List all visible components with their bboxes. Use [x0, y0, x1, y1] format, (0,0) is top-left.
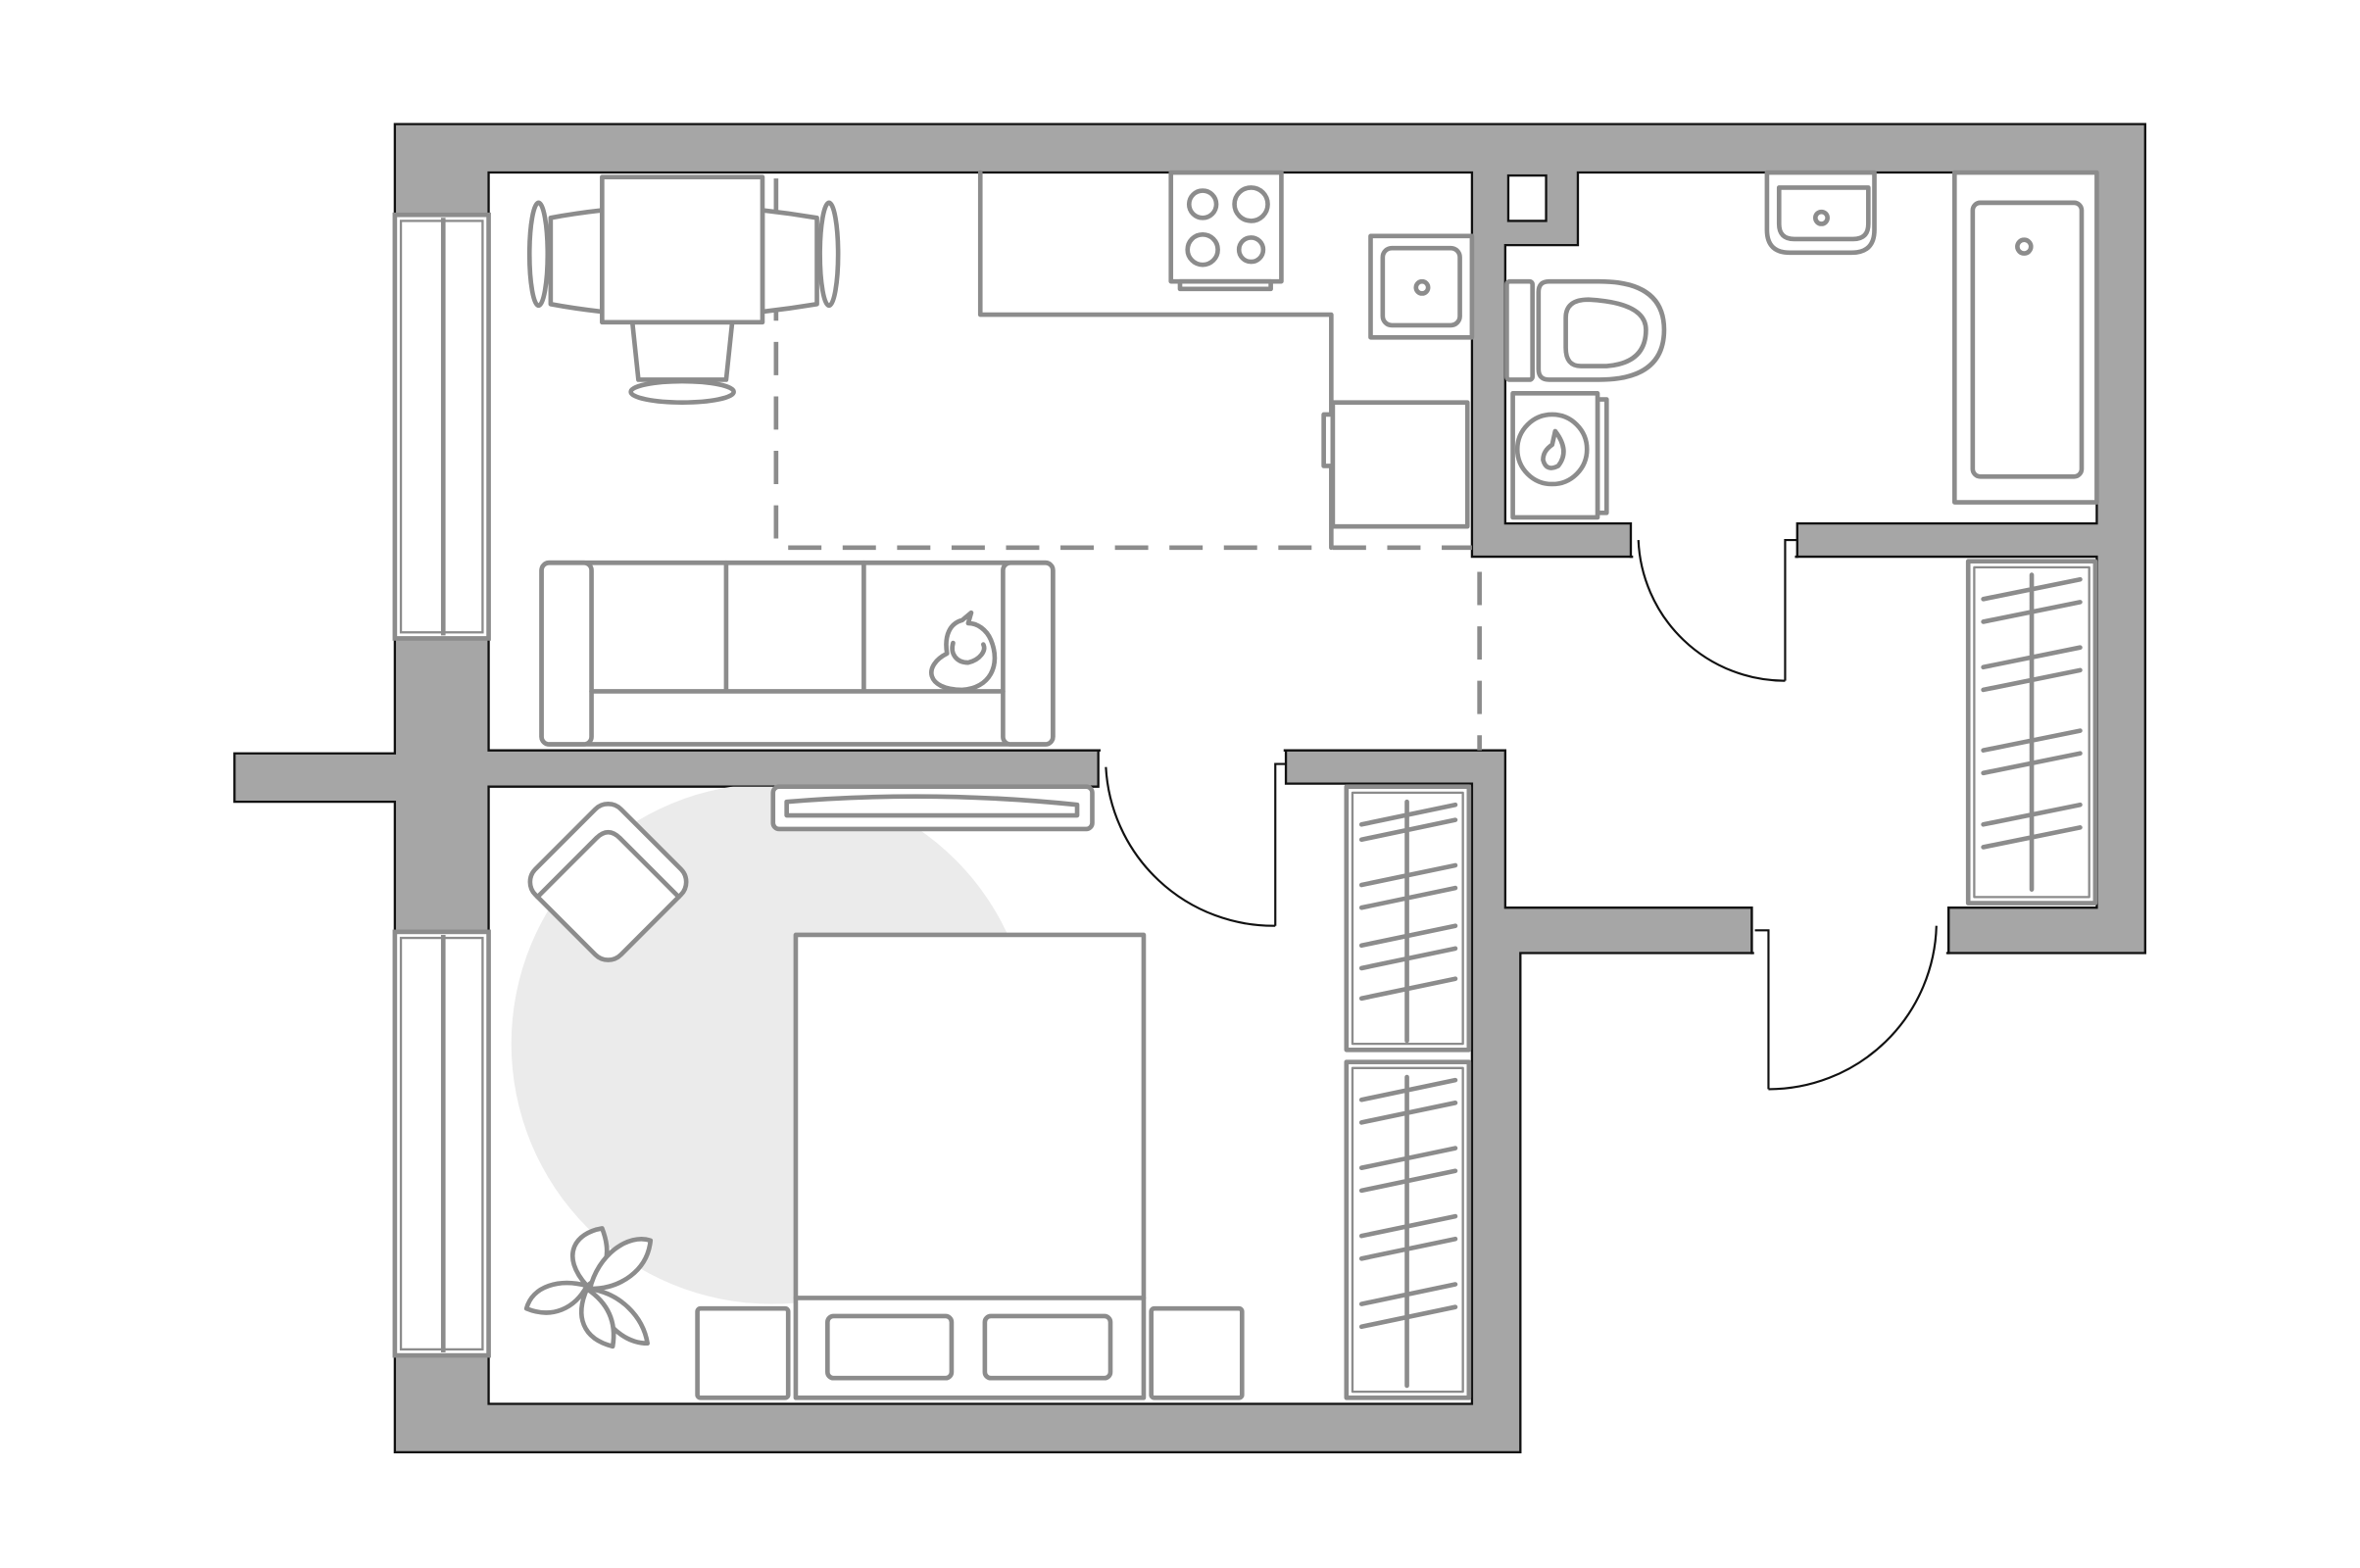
window-icon [392, 212, 491, 641]
bathroom-sink-icon [1764, 170, 1877, 256]
armchair-icon [527, 801, 689, 962]
door-icon[interactable] [1105, 762, 1287, 927]
stove-icon [1168, 170, 1284, 292]
wardrobe-icon [1344, 1059, 1472, 1400]
pillow-icon [825, 1313, 955, 1381]
washing-machine-icon [1510, 391, 1609, 520]
pillow-icon [982, 1313, 1113, 1381]
toilet-icon [1504, 278, 1667, 382]
wardrobe-icon [1344, 784, 1472, 1053]
window-icon [392, 929, 491, 1358]
sofa-icon [539, 560, 1056, 747]
kitchen-sink-icon [1368, 233, 1475, 340]
tv-stand-icon [770, 784, 1095, 832]
bed-icon [793, 932, 1147, 1400]
nightstand-icon [1149, 1305, 1245, 1400]
wardrobe-icon [1965, 559, 2098, 906]
cat-icon [929, 610, 998, 693]
plant-icon [523, 1226, 654, 1349]
fridge-icon [1321, 400, 1470, 529]
ventilation-shaft [1506, 173, 1548, 222]
door-icon[interactable] [1754, 925, 1938, 1091]
dining-table-icon [526, 174, 841, 405]
nightstand-icon [695, 1305, 791, 1400]
door-icon[interactable] [1637, 539, 1797, 682]
bathtub-icon [1952, 170, 2099, 505]
